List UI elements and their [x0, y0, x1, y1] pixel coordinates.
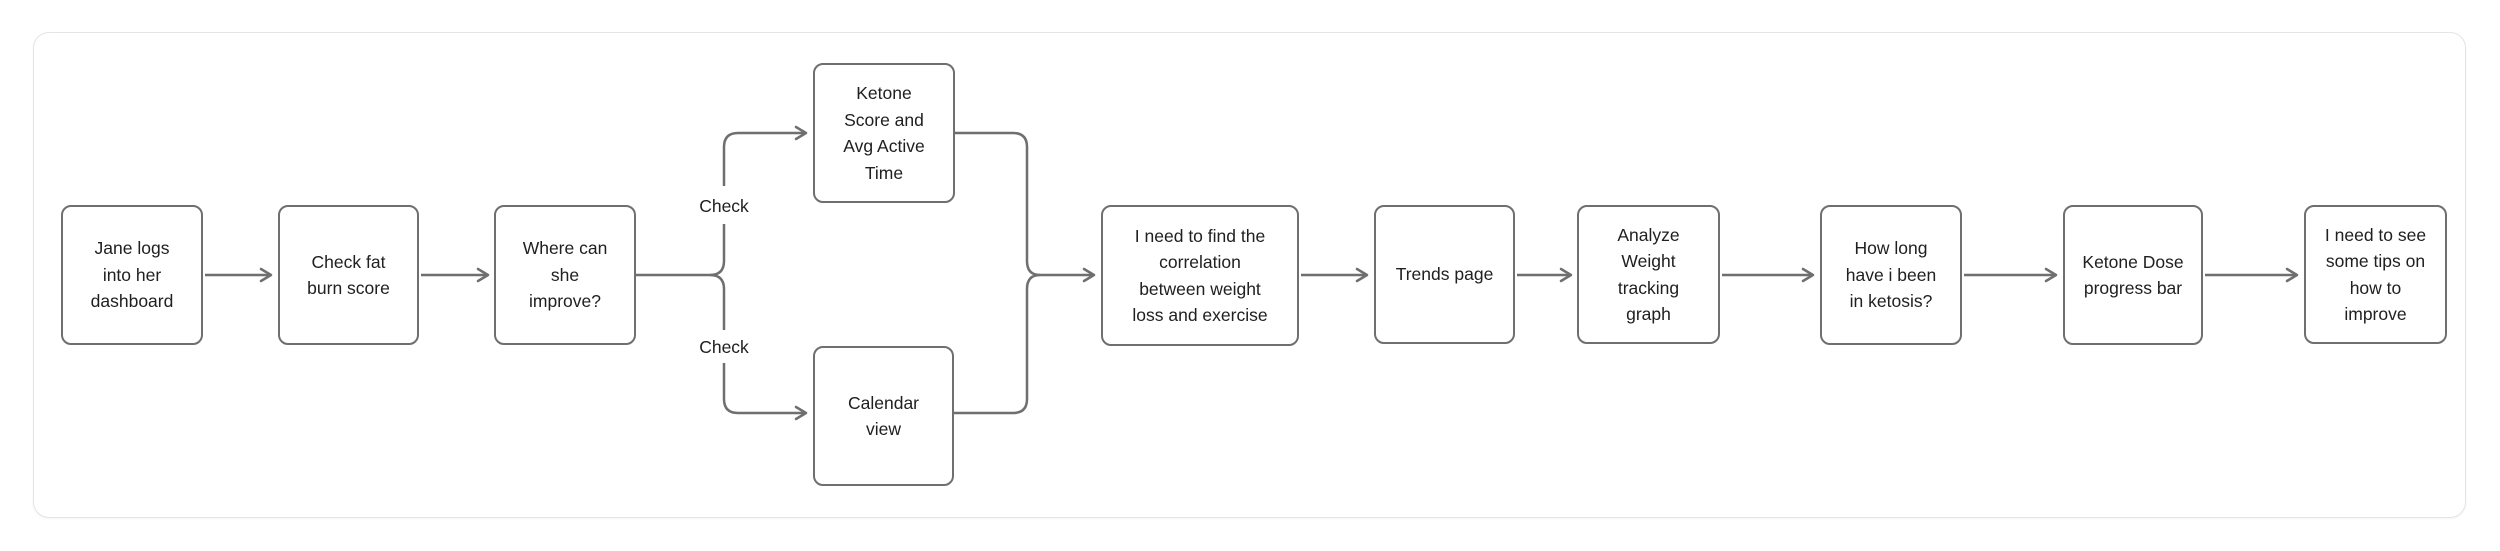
edge-improve-to-calendar-upper: [709, 273, 726, 330]
edge-improve-to-ketonescore-upper: [722, 125, 808, 186]
flow-node-ketone-score-active-time: Ketone Score and Avg Active Time: [813, 63, 955, 203]
flow-node-ketone-dose-progress: Ketone Dose progress bar: [2063, 205, 2203, 345]
edge-label-check-top: Check: [697, 196, 751, 216]
edge-ketonescore-to-correlation: [955, 131, 1041, 277]
flow-node-jane-dashboard: Jane logs into her dashboard: [61, 205, 203, 345]
flow-node-tips-improve: I need to see some tips on how to improv…: [2304, 205, 2447, 344]
flow-node-ketosis-duration: How long have i been in ketosis?: [1820, 205, 1962, 345]
edge-label-check-bottom: Check: [697, 337, 751, 357]
flow-node-trends-page: Trends page: [1374, 205, 1515, 344]
flow-node-correlation: I need to find the correlation between w…: [1101, 205, 1299, 346]
edge-improve-to-ketonescore-lower: [709, 224, 726, 277]
flow-node-analyze-weight-graph: Analyze Weight tracking graph: [1577, 205, 1720, 344]
flow-node-where-improve: Where can she improve?: [494, 205, 636, 345]
flow-node-calendar-view: Calendar view: [813, 346, 954, 486]
flow-node-fat-burn-score: Check fat burn score: [278, 205, 419, 345]
edge-improve-to-calendar-lower: [722, 363, 808, 421]
edge-calendar-to-correlation: [954, 273, 1041, 415]
